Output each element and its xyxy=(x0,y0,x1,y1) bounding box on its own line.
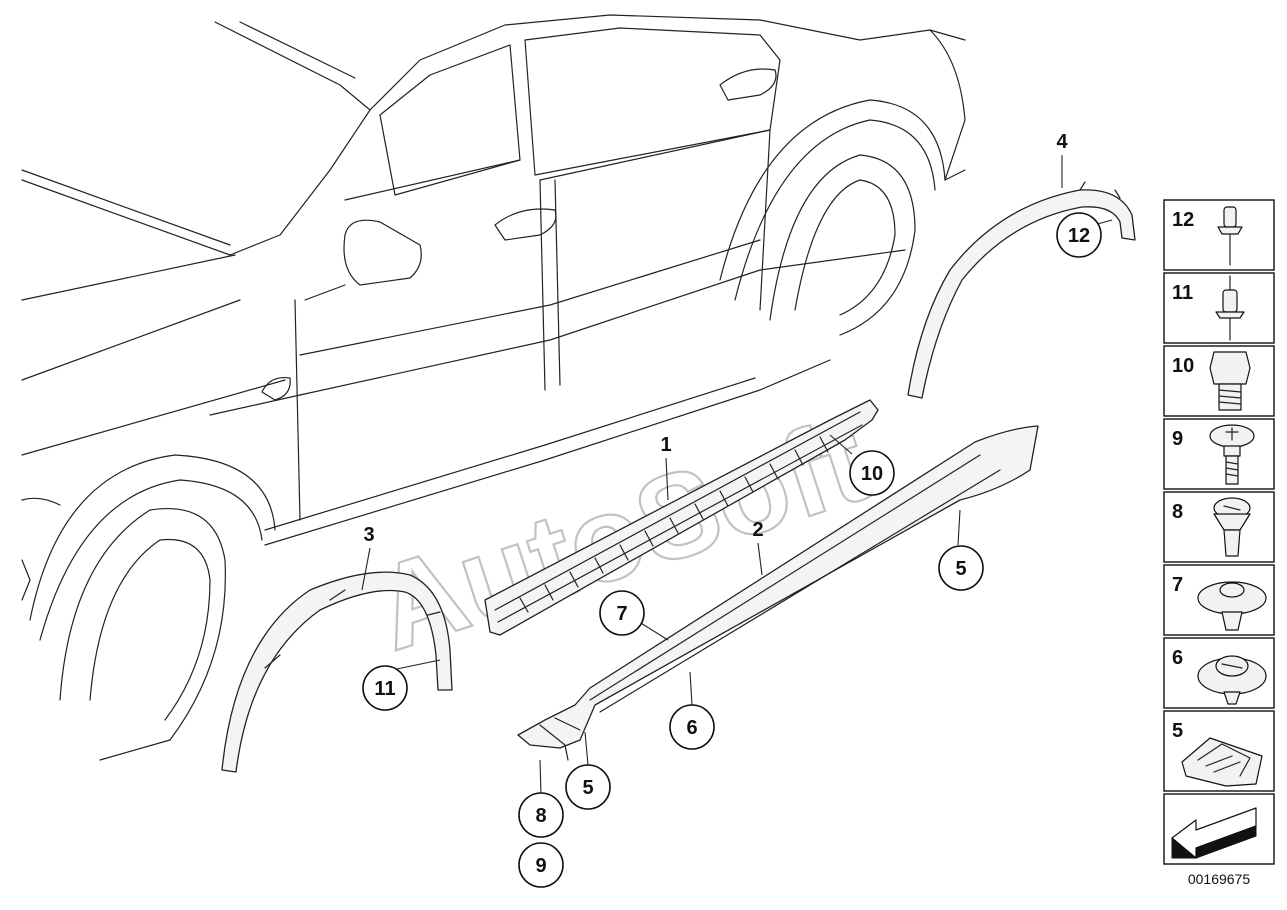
expanding-rivet-icon xyxy=(1215,275,1245,341)
svg-text:5: 5 xyxy=(955,558,966,580)
callout-7: 7 xyxy=(599,590,645,636)
callout-5-right: 5 xyxy=(938,545,984,591)
label-1: 1 xyxy=(660,434,671,456)
svg-text:9: 9 xyxy=(535,855,546,877)
mounting-bracket-icon xyxy=(1181,737,1263,787)
reference-number: 00169675 xyxy=(1188,871,1251,887)
svg-text:11: 11 xyxy=(374,678,395,700)
legend-number-8: 8 xyxy=(1172,501,1183,523)
legend-number-10: 10 xyxy=(1172,355,1194,377)
label-3: 3 xyxy=(363,524,374,546)
callout-5-left: 5 xyxy=(565,764,611,810)
svg-text:12: 12 xyxy=(1068,225,1090,247)
callout-8: 8 xyxy=(518,792,564,838)
svg-text:10: 10 xyxy=(861,463,883,485)
front-wheel-arch-trim xyxy=(221,571,453,773)
rear-wheel-arch-trim xyxy=(907,189,1136,399)
svg-text:5: 5 xyxy=(582,777,593,799)
plastic-nut-icon xyxy=(1197,655,1267,705)
svg-text:6: 6 xyxy=(686,717,697,739)
vehicle-outline xyxy=(21,14,966,761)
fastener-legend: 12 11 10 9 xyxy=(1163,199,1275,887)
legend-box-12 xyxy=(1163,199,1275,271)
callout-6: 6 xyxy=(669,704,715,750)
legend-number-11: 11 xyxy=(1172,282,1193,304)
svg-text:8: 8 xyxy=(535,805,546,827)
leader-lines xyxy=(361,155,1113,796)
legend-number-12: 12 xyxy=(1172,209,1194,231)
label-2: 2 xyxy=(752,519,763,541)
callout-9: 9 xyxy=(518,842,564,888)
callout-11: 11 xyxy=(362,665,408,711)
torx-screw-icon xyxy=(1209,424,1255,485)
legend-box-11 xyxy=(1163,272,1275,344)
legend-number-6: 6 xyxy=(1172,647,1183,669)
legend-number-9: 9 xyxy=(1172,428,1183,450)
trim-clip-icon xyxy=(1197,581,1267,631)
side-sill-cover xyxy=(517,425,1039,749)
callout-10: 10 xyxy=(849,450,895,496)
callout-12: 12 xyxy=(1056,212,1102,258)
blind-rivet-icon xyxy=(1217,206,1243,266)
label-4: 4 xyxy=(1056,131,1068,153)
svg-text:7: 7 xyxy=(616,603,627,625)
hex-bolt-icon xyxy=(1209,351,1251,411)
legend-number-7: 7 xyxy=(1172,574,1183,596)
forward-arrow-icon xyxy=(1171,807,1257,859)
legend-number-5: 5 xyxy=(1172,720,1183,742)
expanding-clip-icon xyxy=(1213,497,1251,557)
